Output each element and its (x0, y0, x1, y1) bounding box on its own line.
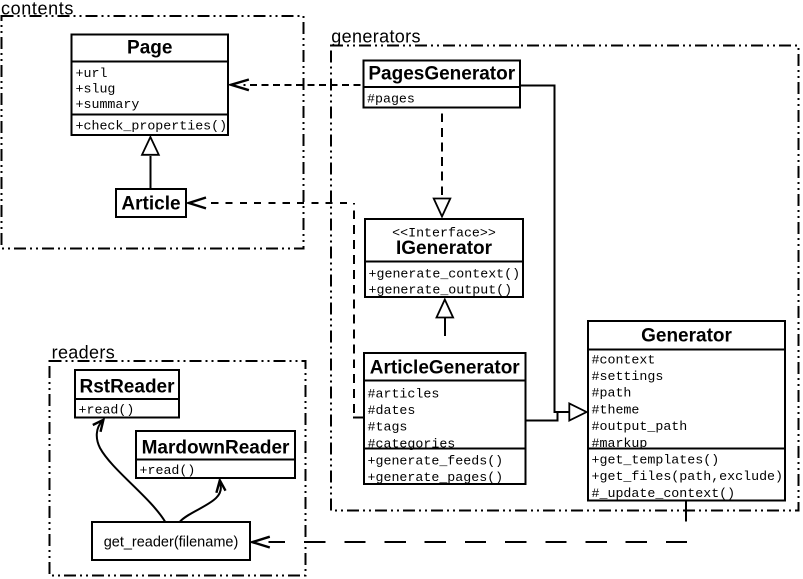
svg-text:#tags: #tags (368, 420, 408, 435)
svg-text:#dates: #dates (368, 403, 416, 418)
svg-text:+generate_output(): +generate_output() (369, 283, 513, 298)
svg-text:readers: readers (52, 343, 115, 363)
svg-text:Page: Page (127, 38, 172, 59)
svg-text:+read(): +read() (79, 403, 135, 418)
svg-text:#articles: #articles (368, 387, 440, 402)
svg-text:#categories: #categories (368, 436, 456, 451)
svg-text:RstReader: RstReader (79, 377, 175, 398)
svg-text:#_update_context(): #_update_context() (592, 486, 736, 501)
svg-text:generators: generators (331, 27, 421, 47)
svg-text:#context: #context (592, 352, 656, 367)
svg-text:+summary: +summary (76, 97, 140, 112)
svg-text:+read(): +read() (140, 463, 196, 478)
svg-text:+slug: +slug (76, 82, 116, 97)
svg-text:#output_path: #output_path (592, 419, 688, 434)
svg-text:#markup: #markup (592, 436, 648, 451)
svg-text:+generate_context(): +generate_context() (369, 267, 521, 282)
svg-text:contents: contents (1, 0, 74, 19)
svg-text:#settings: #settings (592, 369, 664, 384)
svg-text:+generate_feeds(): +generate_feeds() (368, 454, 504, 469)
svg-text:Generator: Generator (641, 326, 732, 347)
svg-text:PagesGenerator: PagesGenerator (368, 64, 515, 85)
svg-text:+generate_pages(): +generate_pages() (368, 470, 504, 485)
svg-text:#pages: #pages (367, 92, 415, 107)
svg-text:#theme: #theme (592, 402, 640, 417)
svg-text:+get_files(path,exclude): +get_files(path,exclude) (592, 469, 784, 484)
svg-text:+url: +url (76, 66, 108, 81)
svg-text:#path: #path (592, 386, 632, 401)
svg-text:+check_properties(): +check_properties() (76, 119, 228, 134)
svg-text:Article: Article (121, 194, 180, 215)
svg-text:get_reader(filename): get_reader(filename) (104, 535, 239, 551)
svg-text:+get_templates(): +get_templates() (592, 453, 720, 468)
svg-text:<<Interface>>: <<Interface>> (392, 226, 496, 241)
svg-text:ArticleGenerator: ArticleGenerator (370, 358, 521, 379)
svg-text:IGenerator: IGenerator (396, 238, 493, 259)
svg-text:MardownReader: MardownReader (142, 438, 290, 459)
